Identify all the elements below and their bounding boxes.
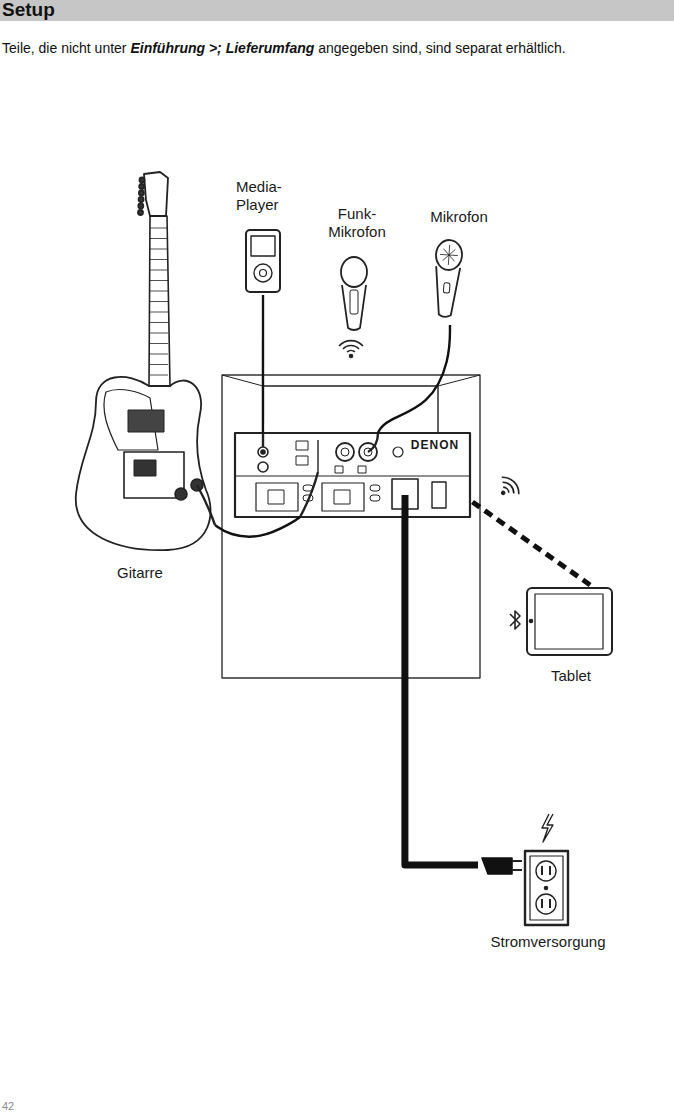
- wireless-link: [470, 500, 590, 585]
- cable: [262, 295, 264, 433]
- power-supply: Stromversorgung: [478, 815, 618, 955]
- cable-stub: [402, 495, 409, 517]
- tablet-camera: [530, 620, 533, 623]
- header-bar: [0, 0, 674, 21]
- media-player: [246, 230, 280, 292]
- player-screen: [251, 236, 275, 256]
- wifi-symbol: [339, 341, 363, 358]
- wireless-mic-head: [341, 257, 367, 287]
- click-wheel: [260, 270, 267, 277]
- outlet-plate: [530, 856, 563, 920]
- fret: [150, 291, 168, 292]
- tuner: [139, 177, 144, 182]
- button: [370, 485, 380, 491]
- fret: [150, 343, 168, 344]
- power-plug: [482, 858, 512, 874]
- device-label: Funk-Mikrofon: [318, 205, 396, 241]
- click-wheel: [254, 264, 272, 282]
- fret: [150, 238, 168, 239]
- section-reference: Einführung >; Lieferumfang: [130, 40, 314, 56]
- microphone: [432, 239, 463, 318]
- tuner: [139, 184, 144, 189]
- tuner: [139, 190, 144, 195]
- speaker-panel: DENON: [235, 433, 470, 517]
- lightning-symbol: [542, 814, 553, 842]
- wireless-microphone: Funk-Mikrofon: [318, 205, 396, 360]
- fret: [150, 312, 168, 313]
- guitar: [76, 172, 215, 550]
- device-label: Mikrofon: [418, 208, 500, 226]
- device-label: Media-Player: [236, 178, 294, 214]
- device-label: Stromversorgung: [478, 933, 618, 951]
- button: [358, 466, 366, 473]
- outlet-screw: [545, 887, 548, 890]
- fret: [150, 228, 168, 229]
- cable-stub: [300, 472, 318, 517]
- xlr-combo-jack: [341, 448, 349, 456]
- microphone: Mikrofon: [418, 208, 500, 325]
- fret: [150, 280, 168, 281]
- slider: [317, 440, 318, 472]
- speaker-cabinet: [222, 375, 480, 678]
- fret: [150, 301, 168, 302]
- note-line: Teile, die nicht unter Einführung >; Lie…: [2, 40, 672, 56]
- power-switch: [432, 482, 446, 508]
- tuner: [139, 197, 144, 202]
- channel-knob: [334, 490, 350, 504]
- power-outlet: [525, 851, 568, 925]
- plug-prongs: [512, 861, 522, 870]
- panel-divider: [235, 476, 470, 477]
- button: [335, 466, 343, 473]
- page-number: 42: [2, 1100, 14, 1112]
- note-text: angegeben sind, sind separat erhältlich.: [314, 40, 565, 56]
- usb-port: [296, 456, 308, 465]
- fret: [150, 354, 168, 355]
- fret: [150, 259, 168, 260]
- cable: [405, 517, 478, 865]
- mic-switch: [350, 290, 358, 314]
- cable: [215, 517, 300, 537]
- aux-jack: [258, 462, 268, 472]
- socket: [536, 894, 556, 914]
- tablet: Tablet: [505, 585, 617, 689]
- fret: [150, 249, 168, 250]
- fret: [150, 333, 168, 334]
- cable: [378, 325, 450, 433]
- control-panel: [235, 433, 470, 517]
- button: [370, 495, 380, 501]
- usb-port: [296, 441, 308, 450]
- fret: [150, 322, 168, 323]
- tablet-screen: [535, 594, 603, 649]
- tuner: [138, 210, 143, 215]
- aux-jack-hole: [261, 450, 265, 454]
- cable-stub: [262, 433, 264, 447]
- fret: [150, 270, 168, 271]
- line-out-jack: [393, 447, 403, 457]
- channel-knob: [268, 490, 284, 504]
- fret: [150, 375, 168, 376]
- note-text: Teile, die nicht unter: [2, 40, 130, 56]
- channel-display: [256, 483, 298, 511]
- wifi-symbol: [494, 473, 523, 502]
- wireless-mic-body: [342, 285, 366, 330]
- tuner: [138, 203, 143, 208]
- cable-stub: [368, 433, 378, 452]
- media-player: Media-Player: [232, 178, 294, 295]
- fret: [150, 364, 168, 365]
- guitar: Gitarre: [60, 168, 215, 588]
- tablet: [527, 588, 612, 655]
- aux-jack: [258, 447, 268, 457]
- socket: [536, 861, 556, 881]
- channel-display: [322, 483, 364, 511]
- device-label: Gitarre: [90, 564, 190, 582]
- xlr-combo-jack: [336, 443, 354, 461]
- socket-slots: [542, 866, 550, 908]
- page-title: Setup: [2, 0, 55, 21]
- device-label: Tablet: [525, 667, 617, 685]
- brand-name: DENON: [403, 438, 467, 452]
- bluetooth-symbol: [510, 611, 520, 629]
